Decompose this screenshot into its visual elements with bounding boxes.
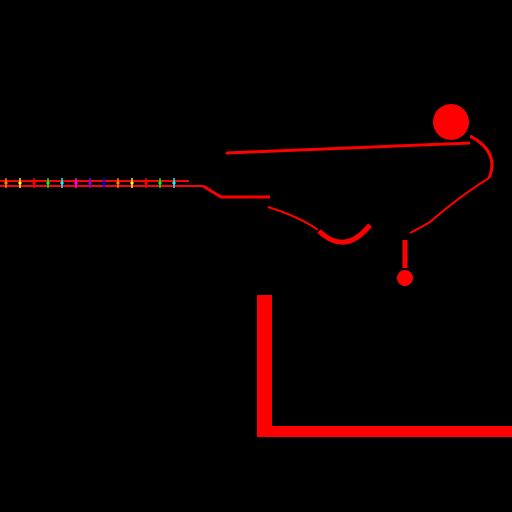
ragdoll-knee-ball — [397, 270, 413, 286]
ragdoll-spine — [469, 134, 494, 179]
platform-floor — [257, 426, 512, 437]
ground-platform — [257, 295, 512, 437]
ragdoll-arm-lower — [202, 184, 270, 199]
rope-marker-dot — [172, 181, 176, 185]
rope-marker-dot — [158, 181, 162, 185]
platform-wall — [257, 295, 272, 437]
tether-rope — [0, 178, 203, 188]
rope-markers — [4, 178, 176, 188]
ragdoll-figure — [202, 104, 494, 286]
rope-marker-dot — [88, 181, 92, 185]
ragdoll-thigh — [267, 206, 319, 231]
ragdoll-arm-upper — [225, 141, 471, 155]
rope-marker-dot — [46, 181, 50, 185]
rope-marker-dot — [130, 181, 134, 185]
rope-marker-dot — [60, 181, 64, 185]
rope-marker-dot — [102, 181, 106, 185]
ragdoll-foot — [317, 223, 372, 245]
rope-marker-dot — [144, 181, 148, 185]
rope-marker-dot — [116, 181, 120, 185]
rope-marker-dot — [32, 181, 36, 185]
rope-marker-dot — [18, 181, 22, 185]
rope-marker-dot — [4, 181, 8, 185]
rope-marker-dot — [74, 181, 78, 185]
ragdoll-head — [433, 104, 469, 140]
ragdoll-torso — [409, 177, 490, 234]
